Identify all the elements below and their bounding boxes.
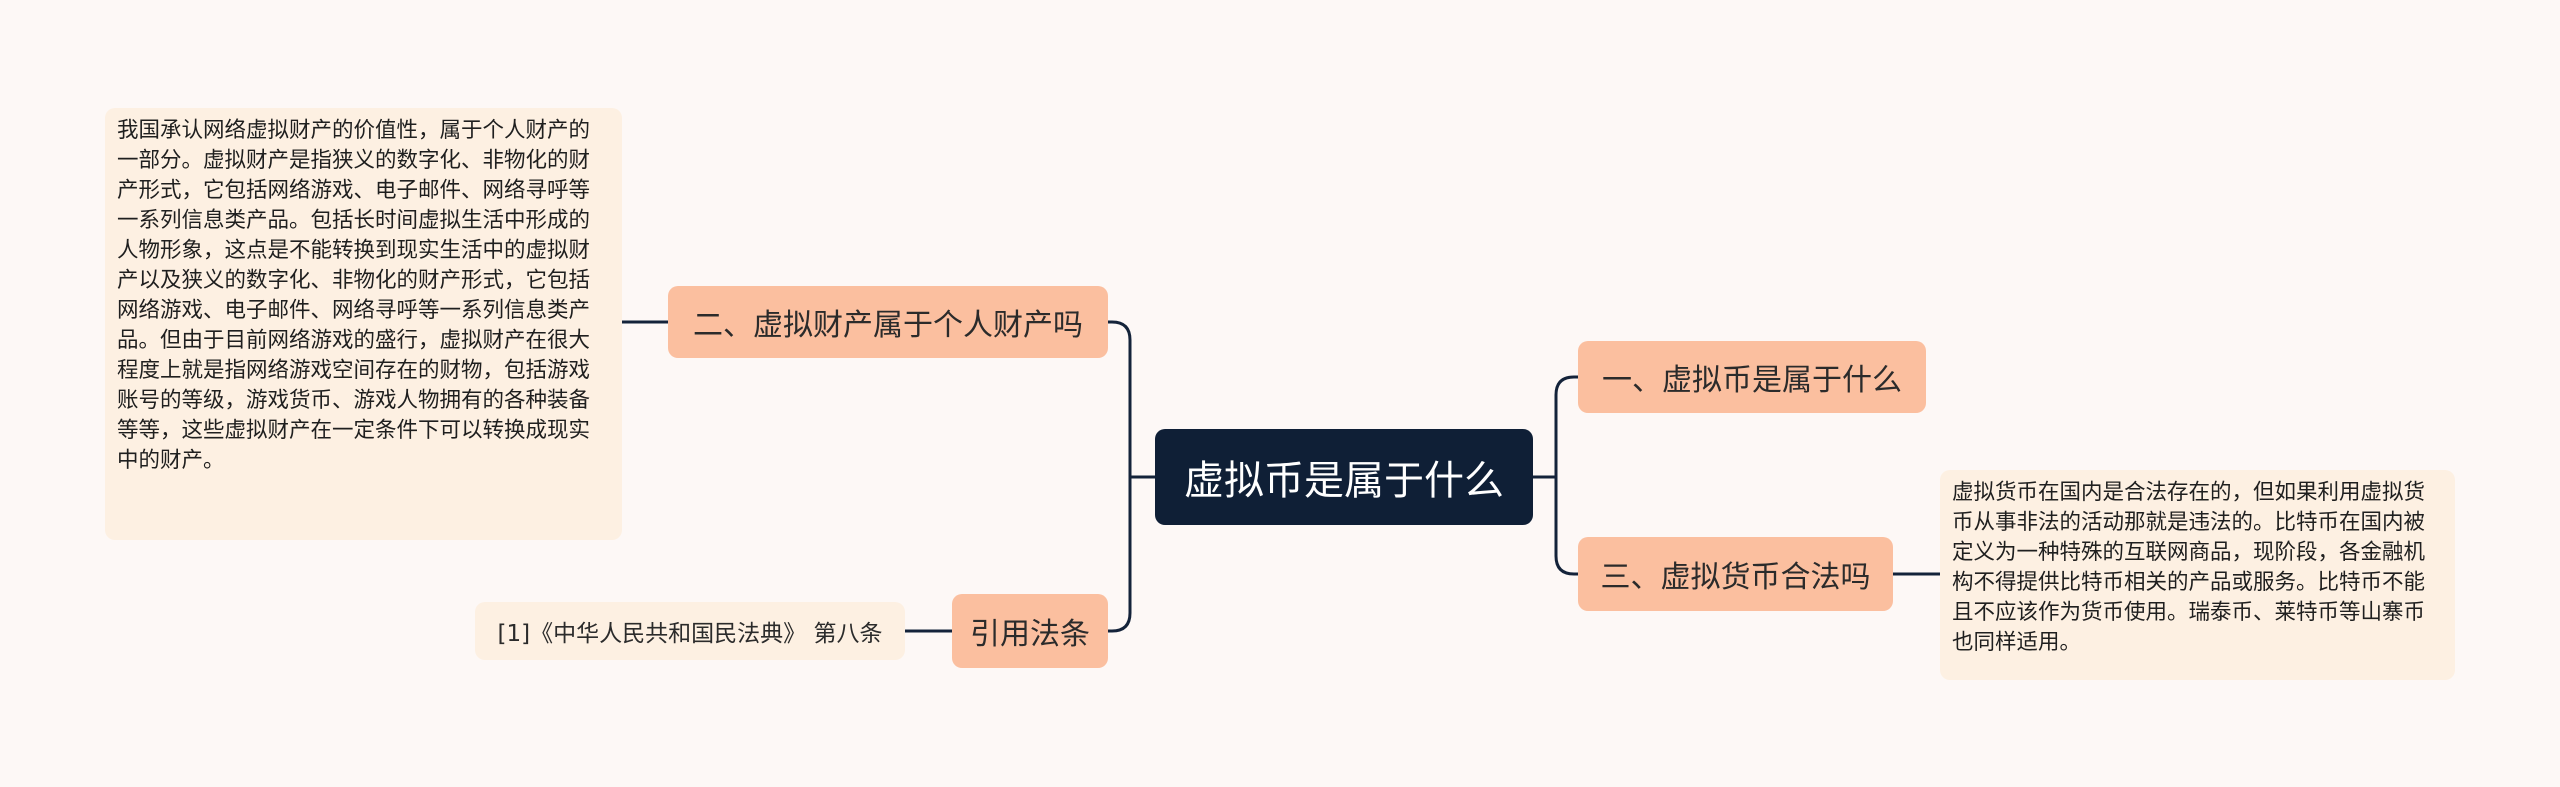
root-topic[interactable]: 虚拟币是属于什么 <box>1155 429 1533 525</box>
branch-virtual-property[interactable]: 二、虚拟财产属于个人财产吗 <box>668 286 1108 358</box>
law-citation-note: [1]《中华人民共和国民法典》 第八条 <box>475 602 905 660</box>
branch-what-is-virtual-coin[interactable]: 一、虚拟币是属于什么 <box>1578 341 1926 413</box>
property-detail-note: 我国承认网络虚拟财产的价值性，属于个人财产的一部分。虚拟财产是指狭义的数字化、非… <box>105 108 622 540</box>
branch-is-virtual-currency-legal[interactable]: 三、虚拟货币合法吗 <box>1578 537 1893 611</box>
connector-left-upper <box>1106 320 1132 479</box>
connector-right-lower <box>1554 475 1580 576</box>
legality-detail-note: 虚拟货币在国内是合法存在的，但如果利用虚拟货币从事非法的活动那就是违法的。比特币… <box>1940 470 2455 680</box>
connector-right-upper <box>1554 375 1580 479</box>
connector-left-lower <box>1106 475 1132 633</box>
branch-cited-law[interactable]: 引用法条 <box>952 594 1108 668</box>
